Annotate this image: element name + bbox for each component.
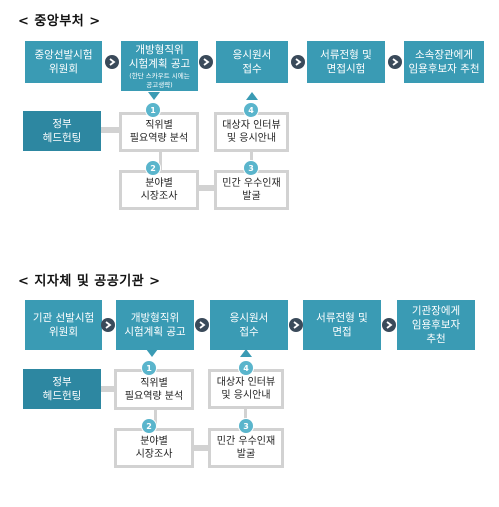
- step-number-badge: 4: [243, 102, 259, 118]
- step-line: 위원회: [49, 326, 78, 338]
- sub-step-box: 분야별 시장조사: [119, 170, 199, 210]
- step-line: 기관 선발시험: [32, 312, 95, 324]
- headhunting-line: 정부: [52, 376, 72, 388]
- step-line: 위원회: [49, 63, 78, 75]
- sub-step-box: 대상자 인터뷰 및 응시안내: [214, 112, 289, 152]
- step-box: 기관 선발시험 위원회: [25, 300, 102, 350]
- sub-step-box: 민간 우수인재 발굴: [208, 428, 284, 468]
- sub-step-box: 분야별 시장조사: [114, 428, 194, 468]
- connector: [199, 185, 216, 191]
- step-line: 응시원서: [232, 49, 272, 61]
- step-line: 서류전형 및: [316, 312, 368, 324]
- triangle-down-icon: [148, 92, 160, 100]
- arrow-right-icon: [195, 318, 209, 332]
- arrow-right-icon: [289, 318, 303, 332]
- step-line: 개방형직위: [130, 312, 180, 324]
- sub-step-line: 대상자 인터뷰: [216, 377, 276, 388]
- sub-step-line: 필요역량 분석: [124, 390, 184, 402]
- headhunting-line: 정부: [52, 118, 72, 130]
- step-box: 중앙선발시험 위원회: [25, 41, 102, 83]
- step-line: 개방형직위: [135, 44, 184, 56]
- section-title: < 지자체 및 공공기관 >: [18, 274, 161, 289]
- sub-step-line: 발굴: [242, 191, 261, 202]
- sub-step-box: 직위별 필요역량 분석: [114, 369, 194, 410]
- connector: [154, 410, 157, 430]
- step-box: 응시원서 접수: [210, 300, 288, 350]
- step-line: 소속장관에게: [415, 49, 473, 61]
- sub-step-line: 및 응시안내: [226, 133, 277, 144]
- step-note: (한단 스카우트 시에는: [129, 72, 190, 80]
- connector: [159, 152, 162, 172]
- arrow-right-icon: [101, 318, 115, 332]
- sub-step-line: 필요역량 분석: [129, 133, 189, 144]
- step-number-badge: 3: [243, 160, 259, 176]
- sub-step-line: 직위별: [140, 377, 168, 389]
- sub-step-box: 민간 우수인재 발굴: [214, 170, 289, 210]
- headhunting-line: 헤드헌팅: [42, 132, 82, 144]
- step-number-badge: 4: [238, 360, 254, 376]
- sub-step-line: 시장조사: [140, 191, 178, 202]
- arrow-right-icon: [199, 55, 213, 69]
- step-number-badge: 2: [145, 160, 161, 176]
- connector: [101, 127, 119, 133]
- step-box: 소속장관에게 임용후보자 추천: [404, 41, 484, 83]
- connector: [193, 445, 211, 451]
- step-number-badge: 1: [141, 360, 157, 376]
- arrow-right-icon: [291, 55, 305, 69]
- step-line: 시험계획 공고: [124, 326, 186, 338]
- sub-step-line: 민간 우수인재: [216, 436, 276, 447]
- sub-step-line: 분야별: [140, 436, 168, 447]
- step-box: 기관장에게 임용후보자 추천: [397, 300, 475, 350]
- step-line: 임용후보자 추천: [408, 63, 480, 75]
- step-line: 추천: [426, 333, 446, 345]
- arrow-right-icon: [388, 55, 402, 69]
- step-line: 면접: [332, 326, 352, 338]
- step-line: 중앙선발시험: [34, 49, 93, 61]
- headhunting-box: 정부 헤드헌팅: [23, 111, 101, 151]
- headhunting-box: 정부 헤드헌팅: [23, 369, 101, 409]
- triangle-up-icon: [240, 349, 252, 357]
- step-box: 서류전형 및 면접시험: [307, 41, 385, 83]
- sub-step-line: 및 응시안내: [221, 390, 271, 401]
- step-line: 접수: [239, 326, 259, 338]
- triangle-up-icon: [246, 92, 258, 100]
- step-line: 면접시험: [326, 63, 366, 75]
- step-line: 시험계획 공고: [128, 58, 191, 70]
- sub-step-line: 직위별: [145, 120, 173, 131]
- sub-step-line: 대상자 인터뷰: [222, 120, 281, 131]
- connector: [101, 386, 119, 392]
- step-box: 개방형직위 시험계획 공고 (한단 스카우트 시에는 공고생략): [121, 41, 198, 91]
- sub-step-line: 민간 우수인재: [222, 178, 281, 189]
- sub-step-line: 시장조사: [135, 449, 173, 460]
- arrow-right-icon: [105, 55, 119, 69]
- step-box: 개방형직위 시험계획 공고: [116, 300, 194, 350]
- triangle-down-icon: [146, 349, 158, 357]
- step-number-badge: 2: [141, 418, 157, 434]
- step-line: 응시원서: [229, 312, 269, 324]
- sub-step-line: 분야별: [145, 178, 173, 189]
- step-line: 기관장에게: [411, 305, 461, 317]
- step-line: 임용후보자: [411, 319, 461, 331]
- sub-step-line: 발굴: [236, 449, 256, 460]
- step-line: 서류전형 및: [320, 49, 372, 61]
- section-title: < 중앙부처 >: [18, 14, 101, 29]
- headhunting-line: 헤드헌팅: [42, 390, 82, 402]
- step-line: 접수: [242, 63, 262, 75]
- step-note: 공고생략): [146, 81, 173, 89]
- sub-step-box: 직위별 필요역량 분석: [119, 112, 199, 152]
- step-number-badge: 3: [238, 418, 254, 434]
- step-number-badge: 1: [145, 102, 161, 118]
- step-box: 서류전형 및 면접: [303, 300, 381, 350]
- step-box: 응시원서 접수: [216, 41, 288, 83]
- arrow-right-icon: [382, 318, 396, 332]
